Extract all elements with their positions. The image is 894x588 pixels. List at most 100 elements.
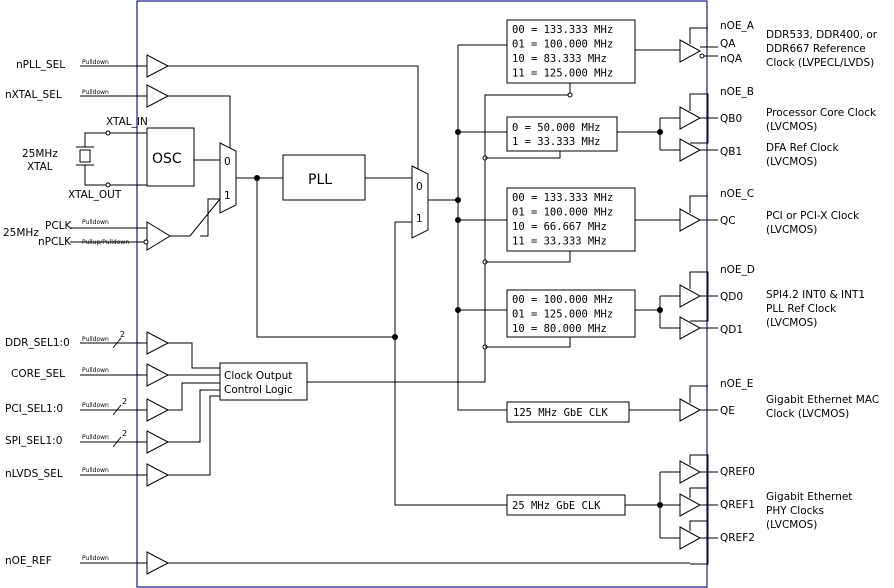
pci-sel-pulldown: Pulldown: [82, 402, 109, 409]
control-logic-block: [219, 362, 308, 401]
qref2-label: QREF2: [720, 532, 755, 544]
qc-buffer: [679, 208, 702, 232]
spi-sel-buffer: [146, 430, 170, 454]
osc-block: [146, 127, 195, 187]
noe-a-label: nOE_A: [720, 20, 755, 32]
nlvds-sel-label: nLVDS_SEL: [5, 468, 63, 480]
qd1-buffer: [679, 316, 702, 340]
desc-ref-line-0: Gigabit Ethernet: [766, 491, 852, 503]
input-mux-0: 0: [224, 156, 231, 168]
desc-c: PCI or PCI-X Clock (LVCMOS): [766, 210, 860, 236]
divider-d: [506, 289, 636, 338]
desc-c-line-0: PCI or PCI-X Clock: [766, 210, 860, 222]
desc-a-line-1: DDR667 Reference: [766, 43, 866, 55]
qref1-buffer: [679, 493, 702, 517]
qd0-label: QD0: [720, 291, 743, 303]
divider-c-row-2: 10 = 66.667 MHz: [512, 221, 607, 233]
divider-ref-label: 25 MHz GbE CLK: [512, 500, 601, 512]
npll-sel-buffer: [146, 54, 170, 78]
divider-a-row-3: 11 = 125.000 MHz: [512, 68, 613, 80]
pclk-freq-label: 25MHz: [3, 227, 39, 239]
nxtal-sel-buffer: [146, 84, 170, 108]
divider-e-label: 125 MHz GbE CLK: [513, 407, 609, 419]
divider-c-row-3: 11 = 33.333 MHz: [512, 236, 607, 248]
pci-sel-label: PCI_SEL1:0: [5, 403, 63, 415]
divider-d-row-0: 00 = 100.000 MHz: [512, 294, 613, 306]
qb1-buffer: [679, 138, 702, 162]
xtal-out-pin: [105, 182, 111, 188]
nlvds-sel-buffer: [146, 463, 170, 487]
qb0-label: QB0: [720, 113, 742, 125]
divider-c-row-0: 00 = 133.333 MHz: [512, 192, 613, 204]
pclk-label: PCLK: [45, 220, 73, 232]
ddr-sel-bus-width: 2: [120, 330, 125, 339]
qe-label: QE: [720, 405, 735, 417]
control-logic-line2: Control Logic: [224, 384, 293, 396]
qref0-label: QREF0: [720, 466, 755, 478]
crystal-symbol: [79, 149, 91, 163]
noe-ref-label: nOE_REF: [5, 555, 52, 567]
divider-d-row-2: 10 = 80.000 MHz: [512, 323, 607, 335]
divider-e: [506, 401, 630, 423]
core-sel-buffer: [146, 363, 170, 387]
nxtal-sel-pulldown: Pulldown: [82, 89, 109, 96]
pll-mux: [411, 165, 429, 239]
qa-buffer: [679, 39, 702, 63]
noe-d-label: nOE_D: [720, 264, 755, 276]
desc-ref-line-1: PHY Clocks: [766, 505, 824, 517]
spi-sel-bus-width: 2: [122, 429, 127, 438]
pclk-pulldown: Pulldown: [82, 219, 109, 226]
nlvds-sel-pulldown: Pulldown: [82, 467, 109, 474]
pll-block: [282, 154, 366, 201]
nqa-label: nQA: [720, 53, 743, 65]
desc-d-line-2: (LVCMOS): [766, 317, 817, 329]
npll-sel-pulldown: Pulldown: [82, 59, 109, 66]
divider-b-row-0: 0 = 50.000 MHz: [512, 122, 601, 134]
qb0-buffer: [679, 106, 702, 130]
ddr-sel-buffer: [146, 331, 170, 355]
ddr-sel-pulldown: Pulldown: [82, 336, 109, 343]
desc-d-line-0: SPI4.2 INT0 & INT1: [766, 289, 865, 301]
npll-sel-label: nPLL_SEL: [16, 59, 65, 71]
osc-label: OSC: [152, 151, 182, 167]
desc-e-line-0: Gigabit Ethernet MAC: [766, 394, 879, 406]
noe-e-label: nOE_E: [720, 378, 753, 390]
qd0-buffer: [679, 284, 702, 308]
desc-ref-line-2: (LVCMOS): [766, 519, 817, 531]
divider-b: [506, 116, 618, 152]
desc-c-line-1: (LVCMOS): [766, 224, 817, 236]
pci-sel-buffer: [146, 398, 170, 422]
pci-sel-bus-width: 2: [122, 397, 127, 406]
divider-a: [506, 19, 636, 84]
xtal-in-pin: [105, 130, 111, 136]
divider-b-row-1: 1 = 33.333 MHz: [512, 136, 601, 148]
desc-b0-line-1: (LVCMOS): [766, 121, 817, 133]
desc-b1-line-0: DFA Ref Clock: [766, 142, 839, 154]
divider-a-row-0: 00 = 133.333 MHz: [512, 24, 613, 36]
desc-b1: DFA Ref Clock (LVCMOS): [766, 142, 839, 168]
divider-c: [506, 187, 636, 252]
control-logic-line1: Clock Output: [224, 370, 292, 382]
qe-buffer: [679, 398, 702, 422]
chip-outline: [136, 0, 708, 588]
noe-ref-pulldown: Pulldown: [82, 555, 109, 562]
qd1-label: QD1: [720, 324, 743, 336]
spi-sel-pulldown: Pulldown: [82, 434, 109, 441]
pll-label: PLL: [308, 172, 332, 188]
desc-b1-line-1: (LVCMOS): [766, 156, 817, 168]
npclk-label: nPCLK: [38, 236, 72, 248]
qref2-buffer: [679, 526, 702, 550]
xtal-out-label: XTAL_OUT: [68, 189, 122, 201]
spi-sel-label: SPI_SEL1:0: [5, 435, 62, 447]
qref0-buffer: [679, 460, 702, 484]
desc-a-line-2: Clock (LVPECL/LVDS): [766, 57, 874, 69]
core-sel-label: CORE_SEL: [11, 368, 65, 380]
desc-d-line-1: PLL Ref Clock: [766, 303, 837, 315]
input-mux: [219, 142, 237, 214]
ddr-sel-label: DDR_SEL1:0: [5, 337, 70, 349]
